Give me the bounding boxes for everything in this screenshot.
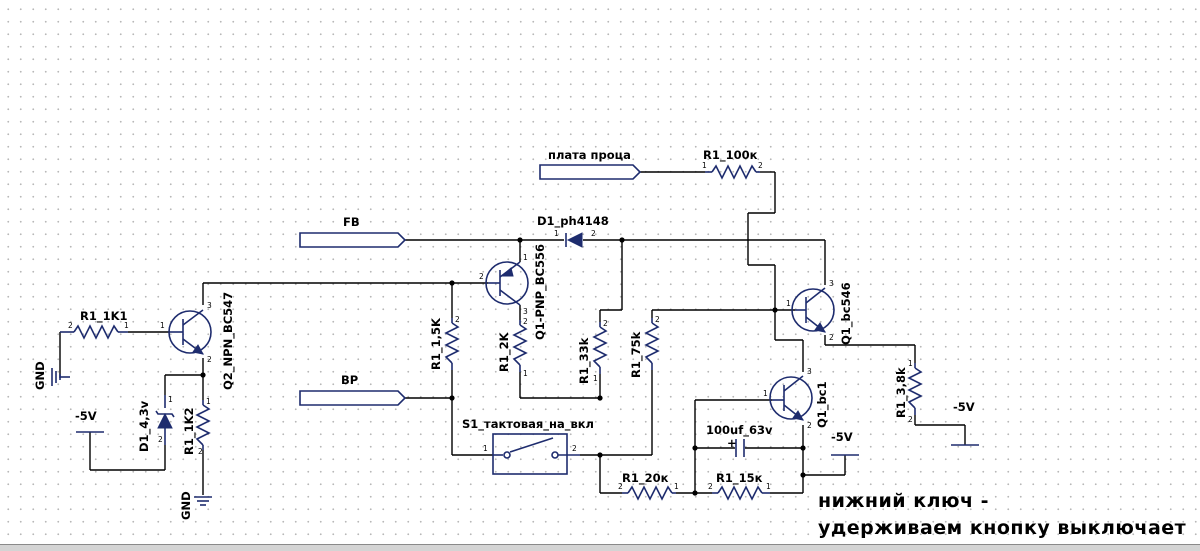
svg-text:1: 1 xyxy=(593,374,598,383)
r1-20k-label: R1_20к xyxy=(622,471,669,486)
fb-label: FB xyxy=(343,215,360,229)
svg-text:2: 2 xyxy=(158,435,163,444)
svg-text:2: 2 xyxy=(523,317,528,326)
m5v-mid-symbol: -5V xyxy=(831,430,859,456)
svg-text:1: 1 xyxy=(908,359,913,368)
m5v-mid-label: -5V xyxy=(831,430,853,444)
r1-75k-label: R1_75k xyxy=(629,331,644,378)
svg-text:3: 3 xyxy=(829,279,834,288)
svg-text:1: 1 xyxy=(554,229,559,238)
transistor-q1-bc1[interactable]: Q1_bc1 1 3 2 xyxy=(763,367,830,430)
resistor-r1-33k[interactable]: R1_33k 2 1 xyxy=(577,319,608,384)
note-line-1: нижний ключ - xyxy=(818,490,989,512)
svg-text:1: 1 xyxy=(763,389,768,398)
m5v-left-label: -5V xyxy=(75,409,97,423)
svg-text:2: 2 xyxy=(207,355,212,364)
svg-text:1: 1 xyxy=(766,482,771,491)
r1-100k-label: R1_100к xyxy=(703,148,758,163)
m5v-right-label: -5V xyxy=(953,400,975,414)
q2-label: Q2_NPN_BC547 xyxy=(221,292,236,390)
transistor-q1-pnp-bc556[interactable]: Q1-PNP_BC556 2 1 3 xyxy=(479,244,548,340)
r1-15k-bottom-label: R1_15к xyxy=(716,471,763,486)
resistor-r1-2k[interactable]: R1_2K 2 1 xyxy=(497,317,528,378)
switch-label: S1_тактовая_на_вкл xyxy=(462,417,594,432)
r1-2k-label: R1_2K xyxy=(497,331,512,372)
r1-1k2-label: R1_1K2 xyxy=(182,407,197,455)
resistor-r1-20k[interactable]: R1_20к 2 1 xyxy=(618,471,679,501)
svg-text:1: 1 xyxy=(523,253,528,262)
capacitor-100uf[interactable]: 100uf_63v + xyxy=(706,423,773,457)
plata-port[interactable]: плата проца xyxy=(539,148,642,180)
svg-text:1: 1 xyxy=(124,321,129,330)
q1-bc546-label: Q1_bc546 xyxy=(839,282,854,345)
r1-1-5k-label: R1_1,5K xyxy=(429,317,444,370)
svg-text:2: 2 xyxy=(807,421,812,430)
gnd-bottom-symbol: GND xyxy=(179,491,212,520)
annotation-note: нижний ключ - удерживаем кнопку выключае… xyxy=(818,490,1186,539)
svg-text:2: 2 xyxy=(198,447,203,456)
svg-text:1: 1 xyxy=(702,161,707,170)
fb-port[interactable]: FB xyxy=(299,215,407,248)
svg-text:3: 3 xyxy=(807,367,812,376)
resistor-r1-100k[interactable]: R1_100к 1 2 xyxy=(702,148,763,180)
diode-d1-ph4148[interactable]: D1_ph4148 1 2 xyxy=(537,214,609,248)
bp-label: BP xyxy=(341,373,358,387)
svg-text:2: 2 xyxy=(572,444,577,453)
transistor-q2-npn-bc547[interactable]: Q2_NPN_BC547 1 3 2 xyxy=(160,292,236,390)
svg-text:2: 2 xyxy=(591,229,596,238)
m5v-left-symbol: -5V xyxy=(75,409,104,433)
svg-text:2: 2 xyxy=(829,333,834,342)
svg-text:2: 2 xyxy=(603,319,608,328)
junctions xyxy=(200,237,806,496)
resistor-r1-75k[interactable]: R1_75k 2 xyxy=(629,315,660,378)
svg-text:1: 1 xyxy=(523,369,528,378)
m5v-right-symbol: -5V xyxy=(951,400,979,446)
svg-text:2: 2 xyxy=(68,321,73,330)
window-bottom-edge xyxy=(0,544,1200,551)
resistor-r1-3-8k[interactable]: R1_3,8k 1 2 xyxy=(894,359,923,424)
svg-text:1: 1 xyxy=(786,299,791,308)
capacitor-label: 100uf_63v xyxy=(706,423,773,438)
gnd-left-symbol: GND xyxy=(33,361,70,390)
wires xyxy=(59,171,966,495)
svg-text:2: 2 xyxy=(908,415,913,424)
d1-ph4148-label: D1_ph4148 xyxy=(537,214,609,229)
d1-4-3v-label: D1_4,3v xyxy=(137,400,152,452)
q1-bc1-label: Q1_bc1 xyxy=(815,381,830,428)
svg-text:1: 1 xyxy=(206,397,211,406)
resistor-r1-15k-bottom[interactable]: R1_15к 2 1 xyxy=(708,471,771,501)
note-line-2: удерживаем кнопку выключает xyxy=(818,517,1186,539)
bp-port[interactable]: BP xyxy=(299,373,407,406)
gnd-left-label: GND xyxy=(33,361,47,390)
q1-pnp-label: Q1-PNP_BC556 xyxy=(533,244,548,340)
svg-text:2: 2 xyxy=(479,272,484,281)
r1-3-8k-label: R1_3,8k xyxy=(894,367,909,418)
r1-1k1-label: R1_1K1 xyxy=(80,309,128,324)
svg-text:2: 2 xyxy=(618,482,623,491)
resistor-r1-1k1[interactable]: R1_1K1 2 1 xyxy=(60,309,129,340)
transistor-q1-bc546[interactable]: Q1_bc546 1 3 2 xyxy=(786,279,854,345)
switch-s1[interactable]: S1_тактовая_на_вкл 1 2 xyxy=(462,417,594,475)
svg-text:2: 2 xyxy=(455,315,460,324)
svg-text:1: 1 xyxy=(160,321,165,330)
svg-text:1: 1 xyxy=(674,482,679,491)
svg-text:1: 1 xyxy=(483,444,488,453)
r1-33k-label: R1_33k xyxy=(577,337,592,384)
gnd-bottom-label: GND xyxy=(179,491,193,520)
zener-diode-d1-4-3v[interactable]: D1_4,3v 1 2 xyxy=(137,395,175,452)
svg-text:3: 3 xyxy=(207,301,212,310)
svg-text:2: 2 xyxy=(655,315,660,324)
svg-text:2: 2 xyxy=(708,482,713,491)
svg-text:1: 1 xyxy=(168,395,173,404)
svg-text:3: 3 xyxy=(523,307,528,316)
resistor-r1-1k2[interactable]: R1_1K2 1 2 xyxy=(182,397,211,456)
svg-text:2: 2 xyxy=(758,161,763,170)
resistor-r1-1-5k[interactable]: R1_1,5K 2 xyxy=(429,315,460,370)
plata-label: плата проца xyxy=(548,148,631,162)
capacitor-plus: + xyxy=(727,436,737,450)
